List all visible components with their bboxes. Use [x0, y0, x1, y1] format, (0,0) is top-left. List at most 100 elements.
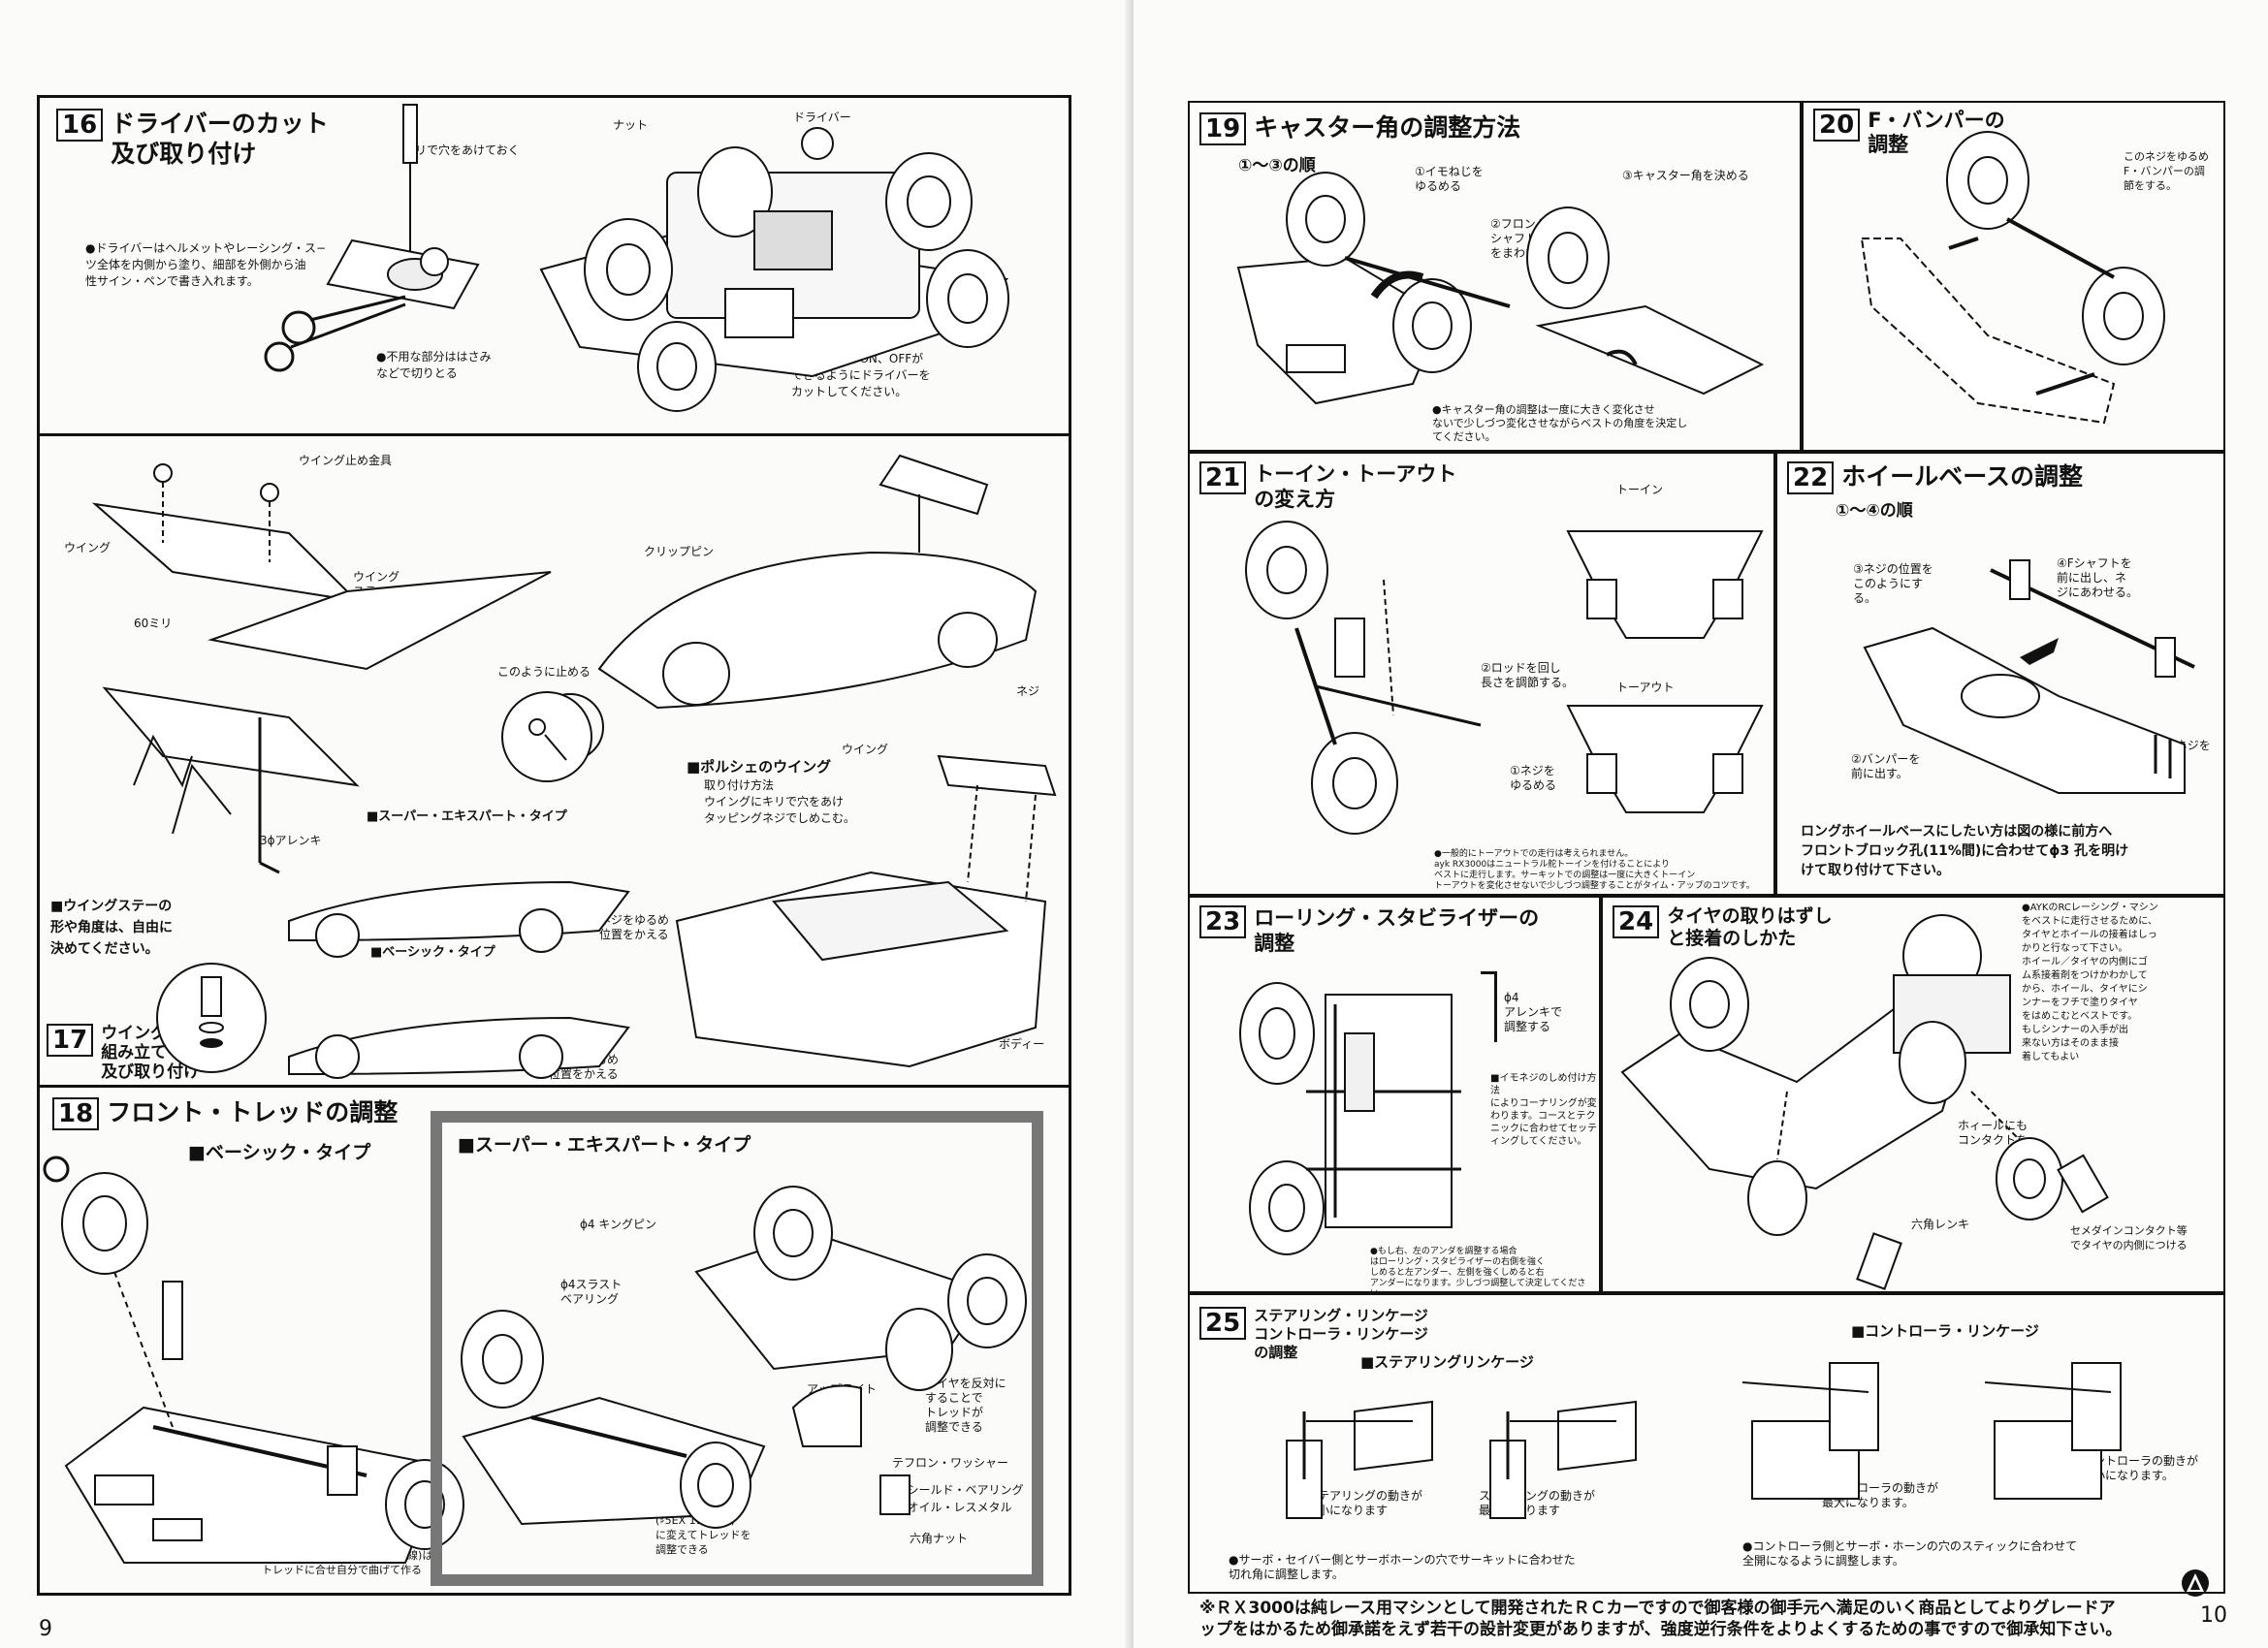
nut-label: ナット — [613, 118, 649, 132]
shield-bearing-label: ϕ3シールド・ベアリング — [892, 1483, 1024, 1497]
wing-mount-label: ウイング止め金具 — [299, 454, 393, 467]
section-21-title: トーイン・トーアウト の変え方 — [1254, 462, 1457, 511]
super-expert-type-label: ■スーパー・エキスパート・タイプ — [367, 809, 567, 824]
hex-wrench-label: 3ϕアレンキ — [260, 834, 322, 847]
left-page: 16 ドライバーのカット 及び取り付け キリで穴をあけておく ナット ドライバー… — [0, 0, 1130, 1648]
tire-removal-illustration — [1622, 917, 2165, 1285]
section-19-subtitle: ①〜③の順 — [1238, 156, 1316, 175]
section-21-header: 21 トーイン・トーアウト の変え方 — [1199, 461, 1456, 512]
wing-type-side-views — [279, 824, 667, 1076]
section-20-header: 20 F・バンパーの 調整 — [1813, 109, 2005, 157]
wing-stay-note: ■ウイングステーの 形や角度は、自由に 決めてください。 — [50, 899, 173, 957]
long-wheelbase-note: ロングホイールベースにしたい方は図の様に前方へ フロントブロック孔(11%間)に… — [1801, 824, 2129, 878]
page-number-left: 9 — [39, 1617, 52, 1641]
section-17-number: 17 — [47, 1024, 94, 1057]
wing-mount-detail-circle — [153, 960, 270, 1076]
porsche-wing-note: 取り付け方法 ウイングにキリで穴をあけ タッピングネジでしめこむ。 — [704, 778, 856, 825]
caster-step2-label: ②フロント シャフト をまわす — [1490, 217, 1548, 260]
teflon-washer-label: テフロン・ワッシャー — [892, 1456, 1009, 1470]
section-19-panel: 19 キャスター角の調整方法 ①〜③の順 ①イモねじを ゆるめる ②フロント シ… — [1188, 101, 1802, 452]
front-bumper-illustration — [1862, 132, 2211, 442]
toe-out-label: トーアウト — [1616, 681, 1675, 694]
hex-nut-label: 六角ナット — [910, 1532, 969, 1545]
section-19-number: 19 — [1199, 112, 1247, 145]
thrust-bearing-label: ϕ4スラスト ベアリング — [560, 1278, 623, 1306]
section-25-header: 25 ステアリング・リンケージ コントローラ・リンケージ の調整 — [1199, 1307, 1428, 1362]
wheelbase-step2-label: ②バンパーを 前に出す。 — [1851, 752, 1921, 780]
stabilizer-bottom-note: ●もし右、左のアンダを調整する場合 はローリング・スタビライザーの右側を強く し… — [1370, 1247, 1586, 1291]
section-25-panel: 25 ステアリング・リンケージ コントローラ・リンケージ の調整 ■ステアリング… — [1188, 1293, 2225, 1594]
caster-adjustment-illustration — [1219, 171, 1781, 403]
caster-step3-label: ③キャスター角を決める — [1622, 169, 1749, 182]
section-23-title: ローリング・スタビライザーの 調整 — [1254, 906, 1540, 955]
section-18-title: フロント・トレッドの調整 — [107, 1098, 399, 1126]
caster-note: ●キャスター角の調整は一度に大きく変化させ ないで少しづつ変化させながらベストの… — [1432, 403, 1688, 443]
section-20-title: F・バンパーの 調整 — [1868, 109, 2005, 156]
allen-key-icon — [1481, 971, 1497, 1042]
section-24-title: タイヤの取りはずし と接着のしかた — [1667, 905, 1833, 949]
caster-step1-label: ①イモねじを ゆるめる — [1415, 165, 1484, 193]
tire-glue-note: ●AYKのRCレーシング・マシン をベストに走行させるために、 タイヤとホイール… — [2022, 903, 2158, 1062]
cement-contact-label: セメダインコンタクト等 でタイヤの内側につける — [2070, 1224, 2188, 1252]
page-number-right: 10 — [2200, 1603, 2227, 1628]
driver-label: ドライバー — [793, 111, 851, 124]
driver-paint-note: ●ドライバーはヘルメットやレーシング・ス− ツ全体を内側から塗り、細部を外側から… — [85, 241, 327, 288]
design-change-footer: ※ＲＸ3000は純レース用マシンとして開発されたＲＣカーですので御客様の御手元へ… — [1199, 1599, 2123, 1639]
race-car-body-illustration — [580, 446, 1065, 756]
wing-label: ウイング — [64, 541, 112, 555]
flip-tire-label: タイヤを反対に することで トレッドが 調整できる — [925, 1377, 1006, 1434]
section-22-number: 22 — [1787, 461, 1835, 494]
screw-label: ネジ — [1016, 684, 1040, 698]
section-23-panel: 23 ローリング・スタビライザーの 調整 ϕ4 アレンキで 調整する ■イモネジ… — [1188, 896, 1601, 1293]
section-22-panel: 22 ホイールベースの調整 ①〜④の順 ③ネジの位置を このようにす る。 ④F… — [1775, 452, 2225, 896]
clip-pin-detail-circle — [498, 688, 595, 785]
ayk-logo-icon — [2182, 1569, 2209, 1597]
drill-label: キリで穴をあけておく — [403, 143, 520, 157]
section-20-number: 20 — [1813, 109, 1861, 142]
fix-like-this-label: このように止める — [497, 665, 591, 679]
steering-min-label: ステアリングの動きが 最小になります — [1306, 1489, 1423, 1517]
steering-linkage-heading: ■ステアリングリンケージ — [1360, 1353, 1534, 1371]
section-22-title: ホイールベースの調整 — [1841, 462, 2083, 491]
tire-hex-wrench-label: 六角レンキ — [1911, 1218, 1970, 1231]
section-19-header: 19 キャスター角の調整方法 — [1199, 112, 1520, 145]
wheelbase-step3-label: ③ネジの位置を このようにす る。 — [1853, 562, 1933, 605]
king-pin-label: ϕ4 キングピン — [580, 1218, 657, 1231]
toe-top-views — [1558, 502, 1772, 822]
oil-metal-label: ϕ3オイル・レスメタル — [892, 1501, 1012, 1514]
section-22-subtitle: ①〜④の順 — [1836, 501, 1913, 521]
section-23-number: 23 — [1199, 905, 1247, 938]
section-17-header: 17 ウイング 組み立て 及び取り付け — [47, 1024, 200, 1082]
section-21-number: 21 — [1199, 461, 1247, 494]
section-21-panel: 21 トーイン・トーアウト の変え方 トーイン トーアウト ②ロッドを回し 長さ… — [1188, 452, 1775, 896]
stabilizer-illustration — [1238, 975, 1500, 1256]
section-17-panel: ウイング止め金具 ウイング ウイング ステー 60ミリ クリップピン このように… — [37, 436, 1071, 1088]
body-label: ボディー — [999, 1037, 1045, 1051]
controller-servo-note: ●コントローラ側とサーボ・ホーンの穴のスティックに合わせて 全開になるように調整… — [1742, 1539, 2078, 1568]
loosen-label-1: ネジをゆるめ 位置をかえる — [599, 913, 670, 941]
steering-linkage-illustration — [1248, 1382, 1655, 1528]
driver-cut-illustration — [260, 105, 483, 376]
toe-screw-label: ①ネジを ゆるめる — [1510, 764, 1557, 792]
section-18-header: 18 フロント・トレッドの調整 — [52, 1097, 398, 1130]
right-page: 19 キャスター角の調整方法 ①〜③の順 ①イモねじを ゆるめる ②フロント シ… — [1134, 0, 2268, 1648]
stabilizer-imo-note: ■イモネジのしめ付け方法 によりコーナリングが変 わります。コースとテク ニック… — [1490, 1073, 1597, 1147]
rod-adjust-label: ②ロッドを回し 長さを調節する。 — [1481, 661, 1575, 689]
section-18-number: 18 — [52, 1097, 100, 1130]
toe-in-label: トーイン — [1616, 483, 1664, 496]
f-bumper-note: このネジをゆるめ F・バンパーの調 節をする。 — [2124, 150, 2209, 192]
chassis-with-driver-illustration — [541, 124, 1026, 415]
section-20-panel: 20 F・バンパーの 調整 このネジをゆるめ F・バンパーの調 節をする。 — [1802, 101, 2225, 452]
wheelbase-illustration — [1865, 551, 2214, 812]
section-16-panel: 16 ドライバーのカット 及び取り付け キリで穴をあけておく ナット ドライバー… — [37, 95, 1071, 436]
section-16-header: 16 ドライバーのカット 及び取り付け — [56, 109, 329, 169]
section-23-header: 23 ローリング・スタビライザーの 調整 — [1199, 905, 1539, 956]
section-22-header: 22 ホイールベースの調整 — [1787, 461, 2083, 494]
section-25-number: 25 — [1199, 1307, 1247, 1340]
porsche-body-illustration — [657, 727, 1065, 1076]
super-expert-front-tread-illustration — [444, 1156, 1026, 1572]
porsche-wing-title: ■ポルシェのウイング — [687, 758, 832, 776]
section-19-title: キャスター角の調整方法 — [1254, 113, 1521, 142]
section-18-panel: 18 フロント・トレッドの調整 ■ベーシック・タイプ シャフトを長い別売 パーツ… — [37, 1088, 1071, 1596]
controller-linkage-heading: ■コントローラ・リンケージ — [1851, 1322, 2039, 1340]
